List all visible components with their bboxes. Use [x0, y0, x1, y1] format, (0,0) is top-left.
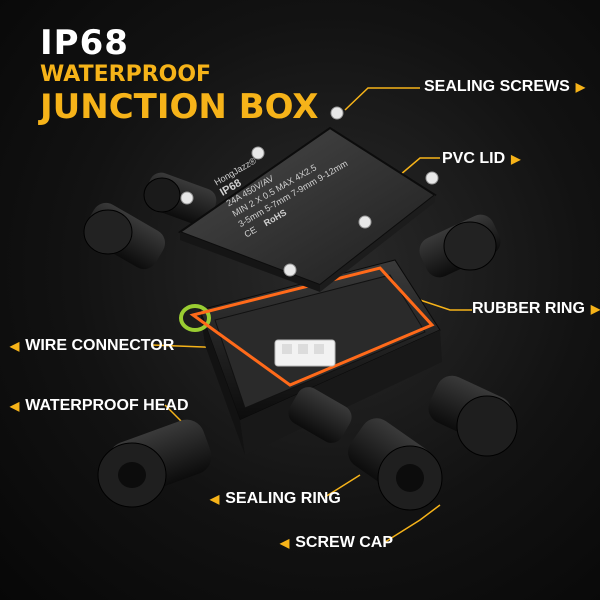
leader-screw-cap [384, 504, 441, 543]
cable-gland-left-top [83, 202, 166, 270]
label-sealing-ring: ◀ SEALING RING [210, 490, 341, 508]
label-sealing-screws: SEALING SCREWS ▶ [424, 78, 585, 96]
label-rubber-ring: RUBBER RING ▶ [472, 300, 600, 318]
label-screw-cap-text: SCREW CAP [295, 534, 394, 551]
label-rubber-ring-text: RUBBER RING [472, 300, 585, 317]
title-block: IP68 WATERPROOF JUNCTION BOX [40, 26, 319, 126]
leader-rubber-ring [419, 299, 472, 311]
label-pvc-lid-text: PVC LID [442, 150, 506, 167]
leader-pvc-lid [399, 157, 440, 176]
cable-gland-front-right [348, 418, 443, 511]
triangle-right-icon: ▶ [575, 80, 586, 94]
label-wire-connector: ◀ WIRE CONNECTOR [10, 337, 174, 355]
title-waterproof: WATERPROOF [40, 62, 212, 87]
triangle-left-icon: ◀ [10, 339, 20, 353]
label-pvc-lid: PVC LID ▶ [442, 150, 520, 168]
leader-sealing-screws [344, 87, 420, 111]
label-waterproof-head: ◀ WATERPROOF HEAD [10, 397, 189, 415]
wire-connector-block [274, 339, 336, 367]
pvc-lid [177, 126, 437, 292]
leader-sealing-ring [324, 474, 361, 498]
cable-gland-right-top [419, 214, 501, 278]
triangle-right-icon: ▶ [511, 152, 521, 166]
cable-gland-right-front [428, 375, 518, 457]
label-sealing-ring-text: SEALING RING [225, 490, 341, 507]
title-ip-rating: IP68 [40, 23, 129, 63]
title-junction-box: JUNCTION BOX [40, 87, 319, 127]
label-screw-cap: ◀ SCREW CAP [280, 534, 393, 552]
ground-ring [179, 304, 211, 332]
label-wire-connector-text: WIRE CONNECTOR [25, 337, 175, 354]
cable-gland-left-front [97, 419, 212, 508]
sealing-screws [180, 106, 439, 277]
triangle-left-icon: ◀ [280, 536, 290, 550]
triangle-left-icon: ◀ [10, 399, 20, 413]
label-waterproof-head-text: WATERPROOF HEAD [25, 397, 189, 414]
cable-gland-front-center [288, 387, 352, 443]
triangle-left-icon: ◀ [210, 492, 220, 506]
cable-gland-left-back [143, 172, 217, 226]
triangle-right-icon: ▶ [590, 302, 600, 316]
label-sealing-screws-text: SEALING SCREWS [424, 78, 570, 95]
